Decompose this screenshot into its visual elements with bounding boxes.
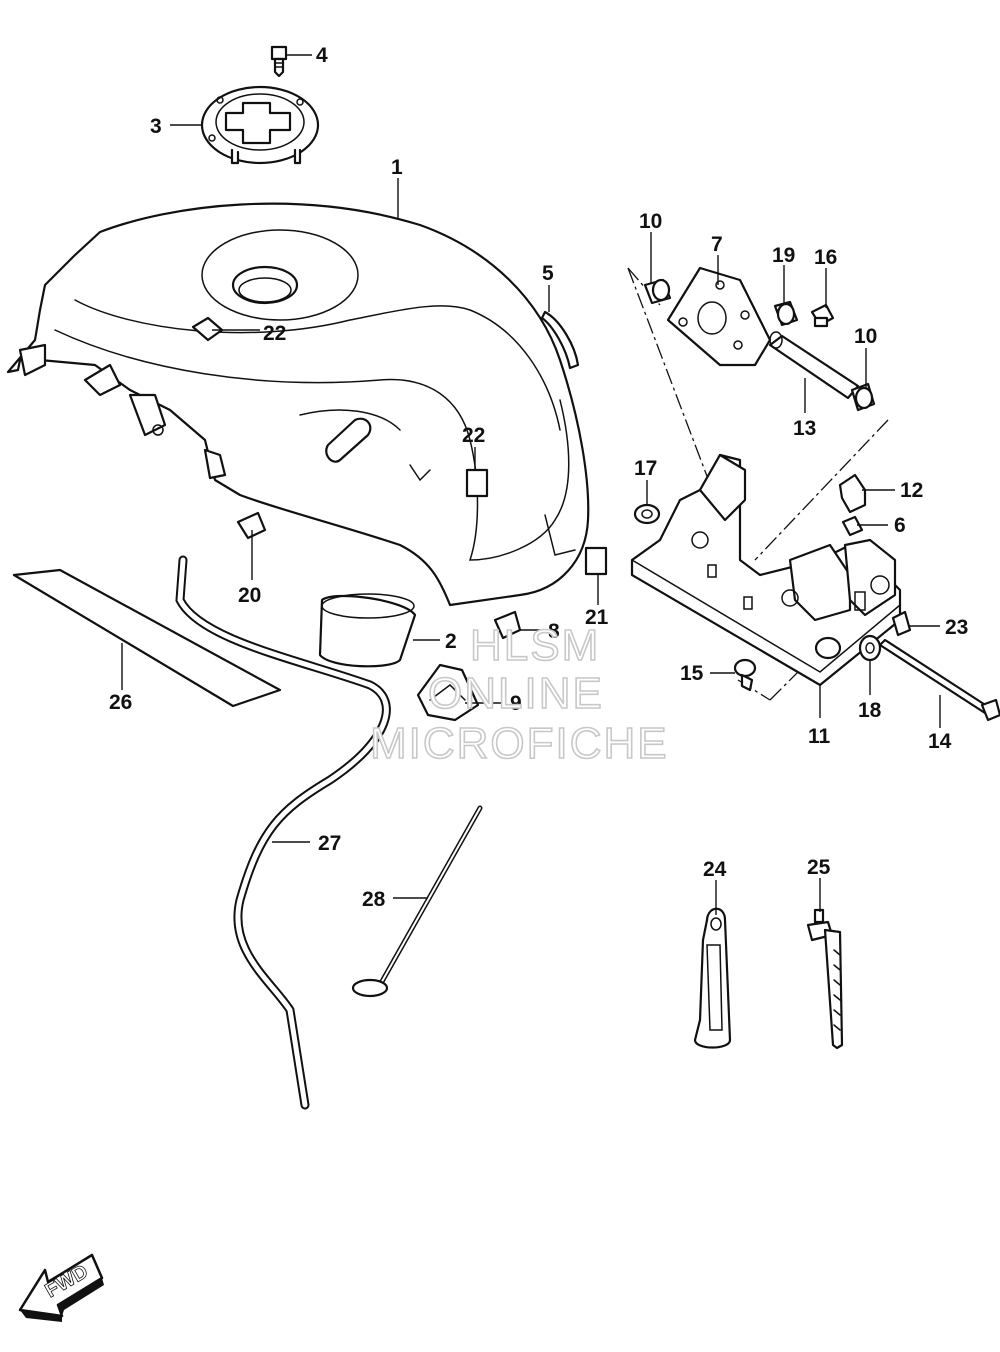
part-14-bolt: [878, 638, 1000, 722]
callout-3: 3: [150, 115, 162, 138]
callout-25: 25: [807, 856, 831, 879]
leader-lines: [121, 54, 941, 915]
part-7-plate: [666, 266, 772, 367]
callout-7: 7: [711, 233, 723, 256]
callout-8: 8: [548, 620, 560, 643]
callout-18: 18: [858, 699, 882, 722]
part-10-grommet-a: [643, 278, 672, 305]
callout-13: 13: [793, 417, 816, 440]
part-17-collar: [633, 503, 661, 525]
part-13-pipe: [768, 331, 860, 400]
callout-labels: 4 3 1 10 7 19 16 5 10 22 13 22 17 12 6 2…: [109, 44, 968, 911]
part-26-sheet: [12, 568, 282, 708]
part-20-cushion: [236, 511, 267, 540]
callout-19: 19: [772, 244, 795, 267]
part-27-hose: [175, 555, 391, 1110]
callout-5: 5: [542, 262, 554, 285]
callout-4: 4: [316, 44, 328, 67]
callout-26: 26: [109, 691, 132, 714]
callout-15: 15: [680, 662, 704, 685]
part-10-grommet-b: [850, 382, 876, 412]
part-1-fuel-tank: [6, 202, 590, 607]
callout-10-b: 10: [854, 325, 877, 348]
callout-12: 12: [900, 479, 923, 502]
callout-20: 20: [238, 584, 261, 607]
callout-22-b: 22: [462, 424, 485, 447]
callout-6: 6: [894, 514, 906, 537]
callout-10-a: 10: [639, 210, 662, 233]
callout-2: 2: [445, 630, 457, 653]
part-5-strip: [540, 310, 580, 370]
fwd-arrow-icon: FWD: [18, 1253, 104, 1322]
part-4-bolt: [270, 45, 288, 78]
callout-11: 11: [808, 725, 831, 748]
part-15-screw: [733, 658, 757, 692]
callout-24: 24: [703, 858, 727, 881]
part-11-bracket: [630, 453, 902, 687]
callout-21: 21: [585, 606, 609, 629]
callout-14: 14: [928, 730, 952, 753]
part-16-screw: [810, 303, 835, 328]
part-3-fuel-cap: [200, 85, 320, 165]
part-2-cushion: [318, 593, 417, 668]
part-25-cable-tie: [806, 908, 844, 1050]
part-24-clamp: [693, 907, 732, 1049]
part-18-washer: [858, 634, 882, 662]
part-12-clip: [838, 473, 867, 514]
part-23-nut: [891, 610, 912, 637]
callout-9: 9: [510, 692, 522, 715]
part-28-rod: [351, 805, 483, 998]
part-22-label-b: [465, 468, 489, 498]
callout-1: 1: [391, 156, 403, 179]
callout-27: 27: [318, 832, 341, 855]
watermark-line-3: MICROFICHE: [370, 719, 669, 768]
part-6-nut: [841, 515, 864, 537]
watermark: HLSM ONLINE MICROFICHE: [369, 620, 669, 769]
callout-22-a: 22: [263, 322, 286, 345]
callout-23: 23: [945, 616, 968, 639]
part-21-label: [584, 546, 608, 576]
callout-28: 28: [362, 888, 386, 911]
watermark-line-2: ONLINE: [428, 669, 604, 718]
watermark-line-1: HLSM: [470, 621, 600, 670]
part-19-collar: [773, 300, 799, 327]
callout-16: 16: [814, 246, 837, 269]
callout-17: 17: [634, 457, 657, 480]
part-9-holder: [416, 663, 480, 722]
